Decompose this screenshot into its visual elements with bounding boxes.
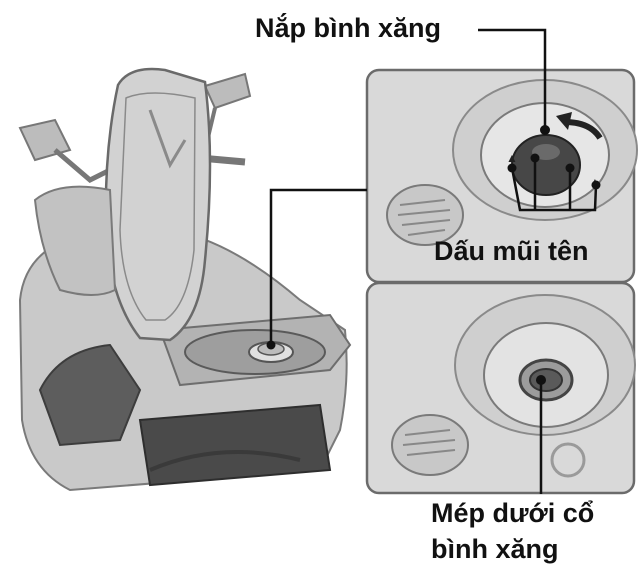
fuel-cap-label: Nắp bình xăng [255, 13, 441, 45]
scooter-illustration [20, 69, 350, 490]
svg-text:▲: ▲ [506, 151, 518, 165]
arrow-marks-label: Dấu mũi tên [434, 236, 589, 268]
neck-edge-label-line2: bình xăng [431, 534, 559, 566]
inset-bottom [367, 283, 635, 493]
neck-edge-label-line1: Mép dưới cổ [431, 498, 594, 530]
